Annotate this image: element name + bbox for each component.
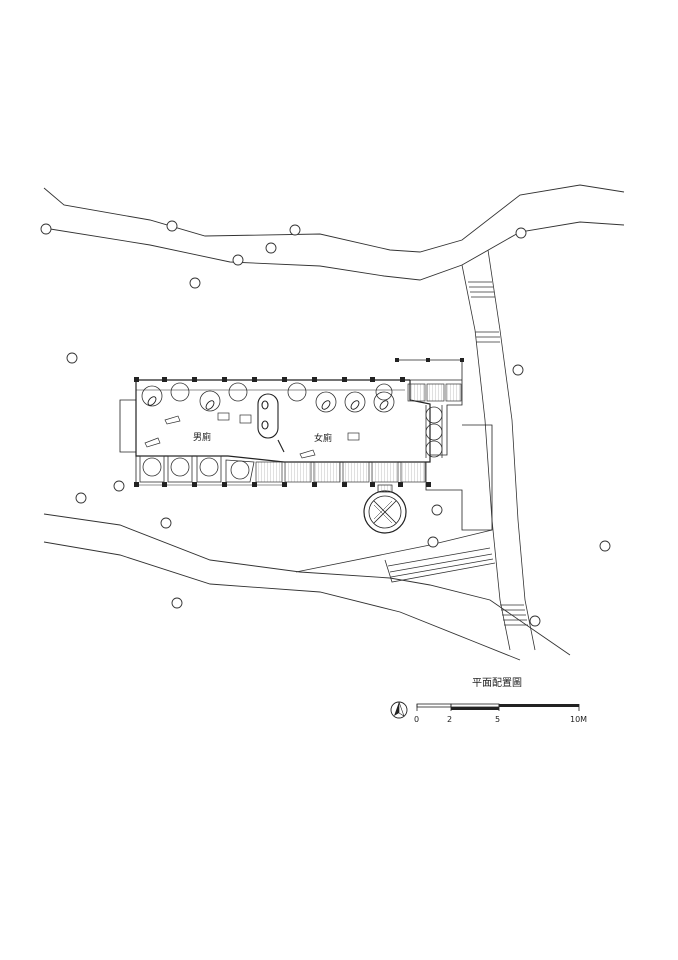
mens-room-label: 男廁 [193, 431, 211, 443]
tree [171, 597, 183, 609]
tree [512, 364, 524, 376]
sink-icon [144, 437, 161, 448]
tree [599, 540, 611, 552]
sink-icon [239, 414, 252, 424]
tree [160, 517, 172, 529]
sinks [144, 412, 360, 459]
right-road [461, 249, 536, 651]
central-capsule [257, 393, 285, 453]
toilet-icon [205, 400, 215, 410]
scale-tick-label: 0 [414, 715, 419, 724]
tree [75, 492, 87, 504]
toilet-icon [321, 400, 331, 410]
tree [515, 227, 527, 239]
drawing-title: 平面配置圖 [472, 677, 522, 689]
east-stalls [425, 405, 443, 458]
scale-tick-label: 10M [570, 715, 587, 724]
tree [427, 536, 439, 548]
tree [232, 254, 244, 266]
tree [529, 615, 541, 627]
toilet-icon [147, 396, 157, 406]
toilet-icon [379, 400, 389, 410]
scale-tick-label: 2 [447, 715, 452, 724]
site-trees [40, 220, 611, 627]
womens-room-label: 女廁 [314, 432, 332, 444]
toilet-fixtures [147, 396, 389, 410]
tree [189, 277, 201, 289]
upper-path [43, 184, 625, 281]
tree [265, 242, 277, 254]
toilet-icon [350, 400, 360, 410]
round-tank [363, 484, 407, 534]
sink-icon [299, 449, 316, 459]
scale-bar [416, 703, 580, 711]
grates-northeast [407, 383, 462, 402]
toilet-icon [261, 420, 269, 430]
columns [134, 358, 464, 487]
north-stalls [141, 382, 395, 413]
tree [289, 224, 301, 236]
north-arrow-icon [390, 701, 408, 719]
toilet-icon [261, 400, 269, 410]
tree [66, 352, 78, 364]
scale-tick-label: 5 [495, 715, 500, 724]
sink-icon [164, 415, 181, 425]
tree [113, 480, 125, 492]
lower-path [43, 513, 571, 661]
tree [40, 223, 52, 235]
south-stalls [139, 455, 255, 483]
tree [431, 504, 443, 516]
grates-south [255, 461, 426, 483]
sink-icon [217, 412, 230, 421]
tree [166, 220, 178, 232]
ramp [295, 529, 496, 583]
sink-icon [347, 432, 360, 441]
